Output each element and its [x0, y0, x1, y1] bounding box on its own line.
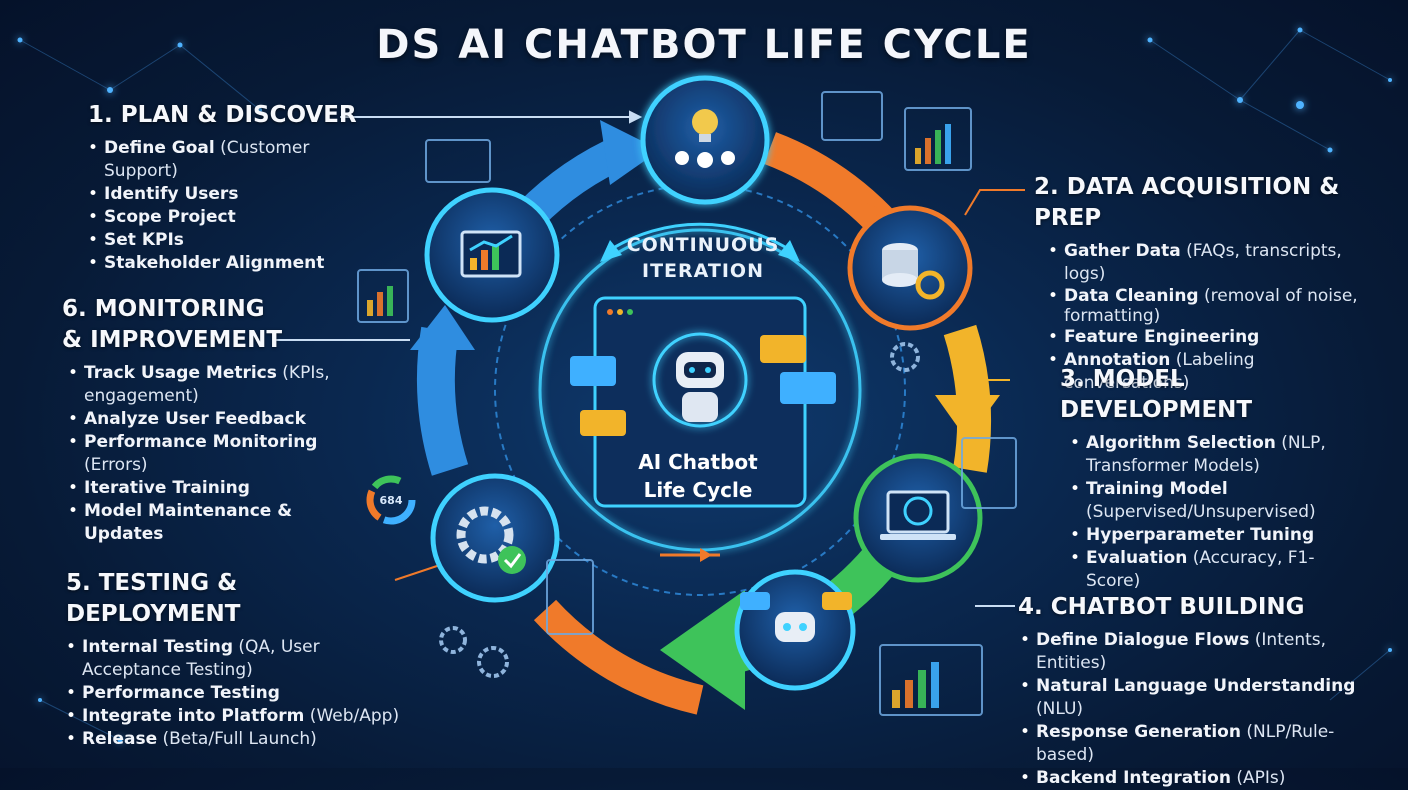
list-item: Integrate into Platform (Web/App)	[66, 705, 406, 728]
stage-items: Track Usage Metrics (KPIs, engagement) A…	[68, 362, 362, 546]
list-item: Feature Engineering	[1048, 326, 1374, 349]
stage-testing-deployment: 5. TESTING & DEPLOYMENT Internal Testing…	[66, 568, 406, 751]
connector-lines	[275, 110, 1025, 607]
robot-chat-icon	[740, 592, 852, 642]
node-testing	[430, 473, 560, 603]
stage-items: Algorithm Selection (NLP, Transformer Mo…	[1070, 432, 1360, 593]
database-gear-icon	[882, 243, 945, 300]
list-item: Performance Testing	[66, 682, 406, 705]
stage-title: 4. CHATBOT BUILDING	[1018, 594, 1305, 620]
stage-title: 1. PLAN & DISCOVER	[88, 102, 357, 128]
stage-title: 3. MODEL DEVELOPMENT	[1060, 366, 1253, 423]
stage-data-acquisition: 2. DATA ACQUISITION & PREP Gather Data (…	[1034, 172, 1374, 395]
stage-title: 2. DATA ACQUISITION & PREP	[1034, 174, 1340, 231]
list-item: Stakeholder Alignment	[88, 252, 388, 275]
list-item: Natural Language Understanding (NLU)	[1020, 675, 1388, 721]
list-item: Response Generation (NLP/Rule-based)	[1020, 721, 1388, 767]
gauge-ring-icon	[366, 475, 416, 525]
ai-brain-laptop-icon	[880, 490, 956, 540]
stage-title: 6. MONITORING & IMPROVEMENT	[62, 296, 283, 353]
list-item: Define Goal (Customer Support)	[88, 137, 388, 183]
diagram-graphics	[17, 27, 1392, 743]
list-item: Scope Project	[88, 206, 388, 229]
small-gear-icons	[439, 342, 920, 678]
list-item: Hyperparameter Tuning	[1070, 524, 1360, 547]
chart-analytics-icon	[460, 230, 522, 278]
stage-items: Gather Data (FAQs, transcripts, logs) Da…	[1048, 240, 1374, 395]
list-item: Evaluation (Accuracy, F1-Score)	[1070, 547, 1360, 593]
stage-title: 5. TESTING & DEPLOYMENT	[66, 570, 241, 627]
stage-items: Define Dialogue Flows (Intents, Entities…	[1020, 629, 1388, 790]
page-title: DS AI CHATBOT LIFE CYCLE	[376, 22, 1032, 68]
stage-items: Define Goal (Customer Support) Identify …	[88, 137, 388, 275]
decorative-bars	[367, 124, 951, 708]
stage-items: Internal Testing (QA, User Acceptance Te…	[66, 636, 406, 751]
stage-chatbot-building: 4. CHATBOT BUILDING Define Dialogue Flow…	[1018, 592, 1388, 790]
list-item: Identify Users	[88, 183, 388, 206]
list-item: Define Dialogue Flows (Intents, Entities…	[1020, 629, 1388, 675]
list-item: Annotation (Labeling conversations)	[1048, 349, 1374, 395]
list-item: Release (Beta/Full Launch)	[66, 728, 406, 751]
list-item: Internal Testing (QA, User Acceptance Te…	[66, 636, 406, 682]
robot-browser-icon	[570, 296, 836, 508]
center-label: AI Chatbot Life Cycle	[598, 448, 798, 504]
list-item: Analyze User Feedback	[68, 408, 362, 431]
stage-plan-discover: 1. PLAN & DISCOVER Define Goal (Customer…	[88, 100, 388, 275]
center-label-line2: Life Cycle	[643, 478, 753, 502]
gear-check-icon	[456, 506, 526, 574]
continuous-line: CONTINUOUS	[626, 234, 780, 256]
stage-monitoring-improvement: 6. MONITORING & IMPROVEMENT Track Usage …	[62, 294, 362, 546]
list-item: Performance Monitoring (Errors)	[68, 431, 362, 477]
center-label-line1: AI Chatbot	[638, 450, 758, 474]
list-item: Data Cleaning (removal of noise, formatt…	[1048, 286, 1374, 326]
stage-model-development: 3. MODEL DEVELOPMENT Algorithm Selection…	[1060, 364, 1360, 593]
iteration-line: ITERATION	[642, 260, 764, 282]
list-item: Track Usage Metrics (KPIs, engagement)	[68, 362, 362, 408]
gauge-value: 684	[379, 494, 403, 507]
lightbulb-team-icon	[675, 109, 735, 168]
continuous-iteration-label: CONTINUOUS ITERATION	[608, 232, 798, 284]
list-item: Training Model (Supervised/Unsupervised)	[1070, 478, 1360, 524]
inner-ring	[494, 184, 906, 596]
list-item: Model Maintenance & Updates	[68, 500, 362, 546]
list-item: Iterative Training	[68, 477, 362, 500]
list-item: Set KPIs	[88, 229, 388, 252]
list-item: Algorithm Selection (NLP, Transformer Mo…	[1070, 432, 1360, 478]
list-item: Gather Data (FAQs, transcripts, logs)	[1048, 240, 1374, 286]
list-item: Backend Integration (APIs)	[1020, 767, 1388, 790]
